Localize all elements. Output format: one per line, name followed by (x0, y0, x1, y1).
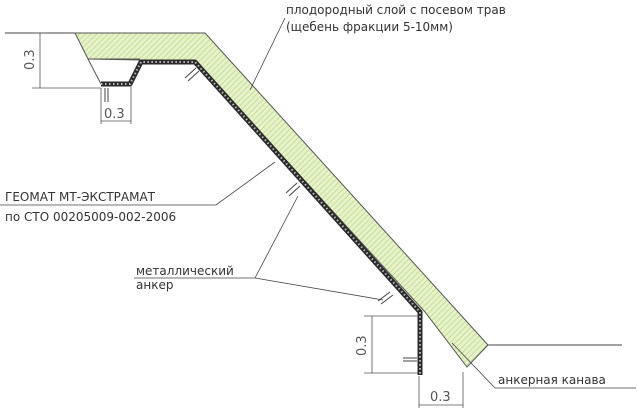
leader-lines (0, 17, 636, 389)
label-trench: анкерная канава (498, 373, 606, 387)
geomat-texture (101, 61, 421, 375)
label-geomat-line2: по СТО 00205009-002-2006 (5, 210, 176, 224)
dim-bottom-width: 0.3 (430, 390, 451, 405)
label-anchor-line2: анкер (136, 278, 173, 292)
top-trench-wall (87, 58, 102, 85)
label-anchor-line1: металлический (136, 264, 234, 278)
label-fertile-layer-line1: плодородный слой с посевом трав (286, 3, 506, 17)
anchor-marks (104, 67, 417, 362)
dim-top-width: 0.3 (104, 107, 125, 122)
label-fertile-layer-line2: (щебень фракции 5-10мм) (286, 20, 453, 34)
dimension-lines (32, 32, 464, 408)
dim-top-depth: 0.3 (23, 49, 38, 70)
dim-bottom-depth: 0.3 (355, 335, 370, 356)
label-geomat-line1: ГЕОМАТ МТ-ЭКСТРАМАТ (5, 190, 156, 204)
